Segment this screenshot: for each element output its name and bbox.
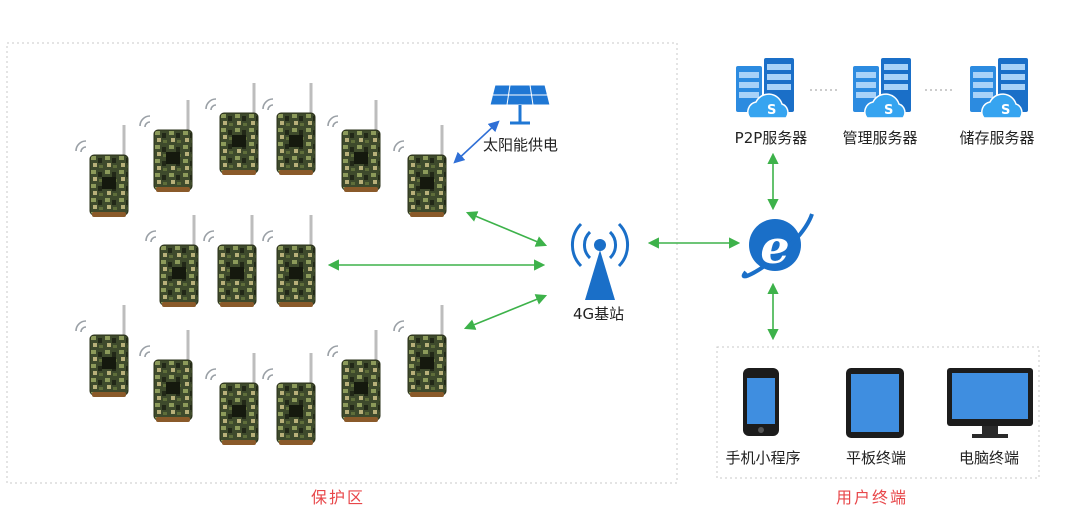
trail-camera-icon (204, 81, 260, 177)
solar-link (453, 120, 500, 164)
user-zone-label: 用户终端 (836, 488, 908, 507)
server-badge: S (1001, 103, 1010, 118)
browser-icon: e (741, 213, 814, 279)
phone-icon (743, 368, 779, 436)
protected-zone-label: 保护区 (311, 488, 365, 507)
trail-camera-icon (261, 351, 317, 447)
tablet-icon (846, 368, 904, 438)
base-station-label: 4G基站 (573, 305, 624, 323)
server-storage: S 储存服务器 (959, 57, 1035, 147)
server-cloud-icon (969, 57, 1029, 119)
trail-camera-icon (326, 328, 382, 424)
trail-camera-icon (202, 213, 258, 309)
antenna-tower-icon (570, 222, 630, 300)
trail-camera-icon (144, 213, 200, 309)
user-zone-border (716, 346, 1040, 479)
trail-camera-icon (74, 303, 130, 399)
trail-camera-icon (261, 81, 317, 177)
camera-link-bottom (463, 294, 548, 330)
terminal-tablet: 平板终端 (846, 368, 906, 467)
server-label: 管理服务器 (842, 129, 917, 147)
trail-camera-icon (261, 213, 317, 309)
terminal-label: 电脑终端 (959, 449, 1019, 467)
server-p2p: S P2P服务器 (735, 57, 808, 147)
terminal-label: 平板终端 (846, 449, 906, 467)
server-badge: S (884, 103, 893, 118)
browser-letter: e (760, 220, 789, 274)
terminal-computer: 电脑终端 (947, 368, 1033, 467)
server-cloud-icon (852, 57, 912, 119)
monitor-icon (947, 368, 1033, 438)
solar-panel-icon (489, 84, 551, 125)
server-badge: S (767, 103, 776, 118)
trail-camera-group (74, 81, 448, 447)
server-cloud-icon (735, 57, 795, 119)
terminal-label: 手机小程序 (725, 449, 800, 467)
trail-camera-icon (392, 123, 448, 219)
server-management: S 管理服务器 (842, 57, 918, 147)
camera-link-top (465, 211, 548, 247)
trail-camera-icon (138, 328, 194, 424)
server-label: 储存服务器 (959, 129, 1034, 147)
trail-camera-icon (204, 351, 260, 447)
trail-camera-icon (326, 98, 382, 194)
terminal-phone: 手机小程序 (725, 368, 801, 467)
protected-zone-border (6, 42, 678, 484)
trail-camera-icon (74, 123, 130, 219)
server-label: P2P服务器 (735, 129, 808, 147)
trail-camera-icon (392, 303, 448, 399)
trail-camera-icon (138, 98, 194, 194)
solar-power-label: 太阳能供电 (483, 136, 558, 154)
